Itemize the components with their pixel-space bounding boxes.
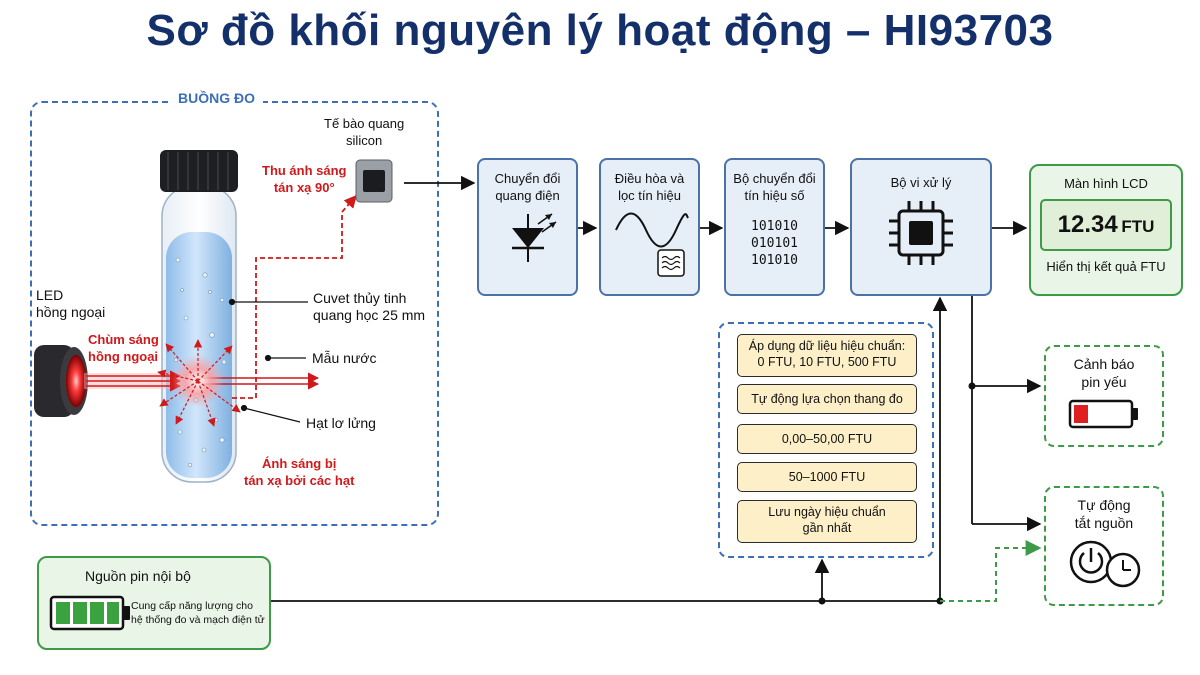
photodiode-icon bbox=[511, 213, 556, 262]
range-low-box: 0,00–50,00 FTU bbox=[737, 424, 917, 454]
lcd-unit: FTU bbox=[1121, 217, 1155, 236]
adc-bits-row: 101010 bbox=[751, 253, 798, 268]
lcd-value: 12.34 bbox=[1057, 211, 1118, 238]
lcd-panel: Màn hình LCD 12.34 FTU Hiển thị kết quả … bbox=[1029, 164, 1183, 296]
adc-bits-row: 010101 bbox=[751, 236, 798, 251]
leader-lines bbox=[228, 298, 308, 423]
scatter-90-path bbox=[232, 195, 357, 399]
sample-label: Mẫu nước bbox=[312, 350, 377, 366]
silicon-photocell-icon bbox=[355, 159, 393, 203]
calibration-group bbox=[718, 322, 934, 558]
sine-filter-icon bbox=[614, 212, 689, 277]
cuvette bbox=[160, 150, 238, 483]
mcu-block: Bộ vi xử lý bbox=[850, 158, 992, 296]
page-title: Sơ đồ khối nguyên lý hoạt động – HI93703 bbox=[146, 6, 1054, 55]
power-to-autooff-path bbox=[940, 540, 1042, 602]
microchip-icon bbox=[889, 201, 953, 265]
chamber-label: BUỒNG ĐO bbox=[170, 90, 263, 106]
power-title: Nguồn pin nội bộ bbox=[85, 568, 191, 584]
calibration-data-box: Áp dụng dữ liệu hiệu chuẩn:0 FTU, 10 FTU… bbox=[737, 334, 917, 377]
particles-label: Hạt lơ lửng bbox=[306, 415, 376, 431]
lcd-caption: Hiển thị kết quả FTU bbox=[1046, 259, 1166, 274]
lcd-title: Màn hình LCD bbox=[1064, 176, 1148, 191]
battery-full-icon bbox=[49, 595, 130, 631]
range-high-box: 50–1000 FTU bbox=[737, 462, 917, 492]
power-timer-icon bbox=[1069, 540, 1141, 588]
led-icon bbox=[34, 345, 88, 417]
scatter-burst bbox=[157, 339, 241, 427]
power-supply-box: Nguồn pin nội bộ Cung cấp năng lượng cho… bbox=[37, 556, 271, 650]
lcd-display: 12.34 FTU bbox=[1040, 199, 1172, 251]
low-battery-icon bbox=[1068, 399, 1138, 429]
auto-range-box: Tự động lựa chọn thang đo bbox=[737, 384, 917, 414]
adc-bits-row: 101010 bbox=[751, 219, 798, 234]
